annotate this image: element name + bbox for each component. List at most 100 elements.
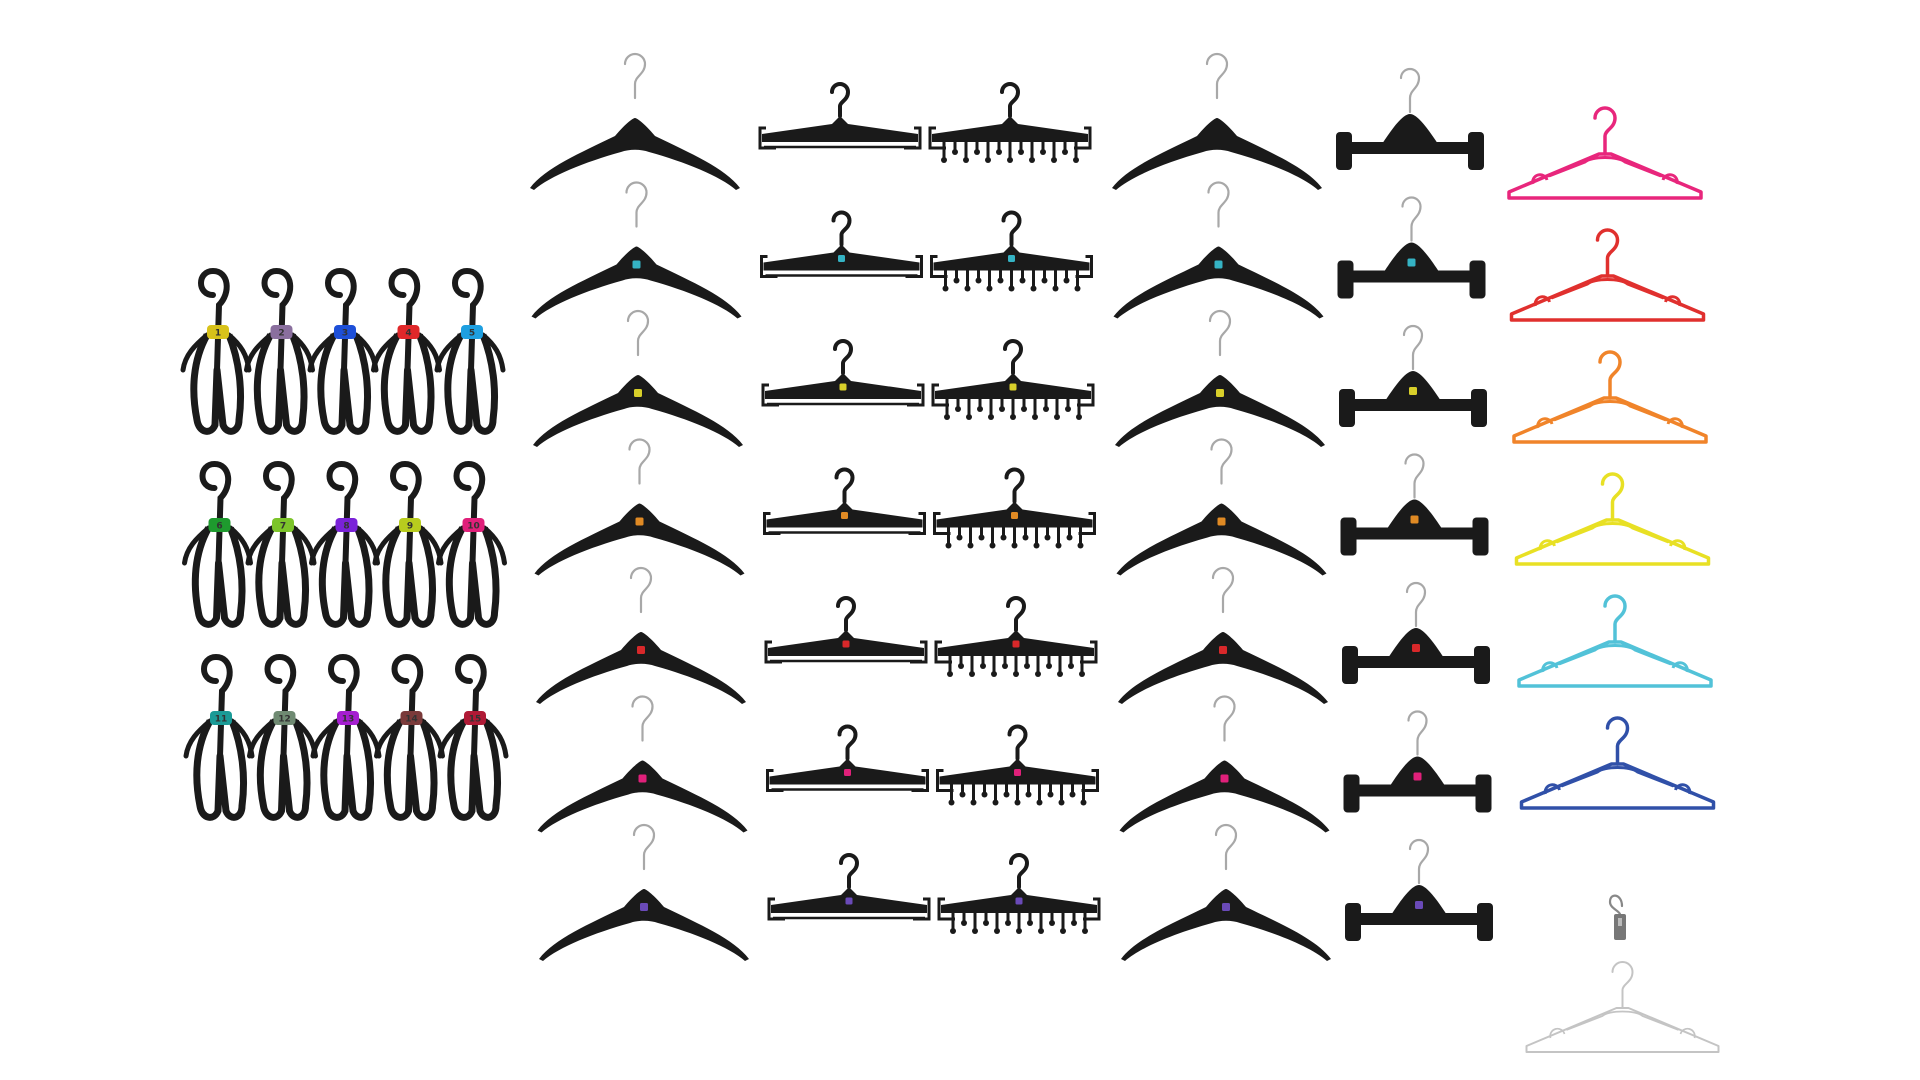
color-tag: [640, 903, 648, 911]
peg-tip: [975, 277, 982, 284]
peg-tip: [1035, 671, 1041, 677]
wire-hook: [631, 695, 654, 742]
end-clip: [1080, 640, 1098, 664]
peg-tip: [1005, 920, 1011, 926]
peg-tip: [963, 157, 969, 163]
plastic-hanger-2: [1509, 228, 1706, 322]
peg-tip: [1021, 406, 1027, 412]
shirt-hanger-body: [536, 632, 746, 704]
shirt-hanger-r7c1: [539, 823, 749, 961]
hanger-inner-bar: [1558, 644, 1672, 666]
wire-hook: [1405, 581, 1427, 628]
tag-label: 1: [215, 329, 221, 339]
peg-tip: [1074, 285, 1081, 292]
accessory-bar-hanger-r2: [930, 210, 1093, 292]
peg-tip: [947, 671, 953, 677]
hook: [452, 267, 484, 373]
wire-hook: [629, 566, 653, 614]
peg-tip: [941, 157, 947, 163]
hanger-body: [318, 526, 373, 628]
plastic-hook: [1007, 724, 1028, 761]
color-tag: [838, 255, 845, 262]
tagged-hanger-15: 15: [437, 653, 509, 821]
peg-tip: [1008, 285, 1015, 292]
end-clip: [1081, 769, 1099, 792]
peg-tip: [1054, 414, 1060, 420]
peg-tip: [966, 414, 972, 420]
clamp-bar: [1351, 270, 1472, 283]
hanger-arm: [437, 718, 509, 759]
color-tag: [1014, 769, 1021, 776]
clamp-jaw: [1469, 260, 1486, 299]
clip-bar-hanger-r1: [758, 82, 922, 150]
end-clip: [933, 512, 951, 535]
peg-tip: [1030, 285, 1037, 292]
peg-tip: [1065, 406, 1071, 412]
hook: [325, 267, 357, 373]
peg-tip: [1033, 542, 1040, 549]
wire-hook: [623, 52, 647, 100]
tag-label: 7: [280, 522, 286, 532]
tagged-hanger-1: 1: [180, 267, 252, 435]
end-clip: [937, 897, 955, 921]
peg-tip: [1040, 149, 1046, 155]
peg-tip: [1058, 799, 1065, 806]
peg-tip: [1014, 799, 1021, 806]
color-tag: [1412, 644, 1420, 652]
clamp-jaw: [1336, 132, 1352, 170]
accessory-bar-hanger-r5: [934, 596, 1098, 677]
clamp-bar: [1356, 656, 1476, 668]
hanger-hook: [1605, 716, 1630, 766]
strap-notch: [1664, 295, 1682, 307]
tag-label: 14: [405, 715, 418, 725]
plastic-hook: [1000, 82, 1021, 118]
pant-clamp-hanger-r5: [1342, 581, 1490, 684]
color-tag: [1217, 517, 1226, 526]
peg-tip: [1018, 149, 1024, 155]
clip-body: [1614, 914, 1626, 940]
tag-label: 10: [467, 522, 480, 532]
clamp-jaw: [1339, 389, 1355, 427]
peg-tip: [952, 149, 958, 155]
tagged-hanger-11: 11: [183, 653, 255, 821]
end-clip: [1083, 897, 1101, 921]
clamp-bar: [1357, 784, 1478, 797]
wire-hook: [1210, 438, 1233, 485]
strap-notch: [1531, 173, 1549, 185]
peg-tip: [989, 542, 996, 549]
plastic-hook: [1003, 339, 1024, 375]
strap-notch: [1666, 417, 1684, 429]
shirt-hanger-r3c1: [533, 309, 743, 447]
color-tag: [1216, 389, 1224, 397]
peg-tip: [1025, 791, 1032, 798]
tag-label: 5: [469, 329, 475, 339]
peg-tip: [978, 534, 985, 541]
plastic-hook: [1006, 596, 1027, 632]
number-tag: [207, 325, 229, 339]
peg-tip: [1044, 534, 1051, 541]
number-tag: [462, 518, 485, 532]
color-tag: [1409, 387, 1417, 395]
hanger-hook: [1593, 106, 1617, 156]
peg-tip: [996, 149, 1002, 155]
wire-hook: [1214, 823, 1238, 871]
hanger-inner-bar: [1548, 156, 1662, 178]
peg-tip: [981, 791, 988, 798]
peg-tip: [961, 920, 967, 926]
peg-tip: [969, 671, 975, 677]
shirt-hanger-r2c1: [531, 181, 742, 319]
pant-clamp-hanger-r6: [1343, 710, 1492, 813]
clip-bar-hanger-r7: [767, 853, 931, 921]
tag-label: 9: [407, 522, 413, 532]
hook: [263, 460, 295, 566]
number-tag: [208, 518, 231, 532]
clamp-hump: [1389, 756, 1446, 787]
color-tag: [1011, 512, 1018, 519]
wire-hook: [1401, 196, 1422, 242]
shirt-hanger-body: [1116, 503, 1327, 576]
shirt-hanger-body: [531, 246, 742, 319]
tagged-hanger-4: 4: [371, 267, 442, 435]
peg-tip: [991, 671, 997, 677]
color-tag: [638, 774, 647, 783]
